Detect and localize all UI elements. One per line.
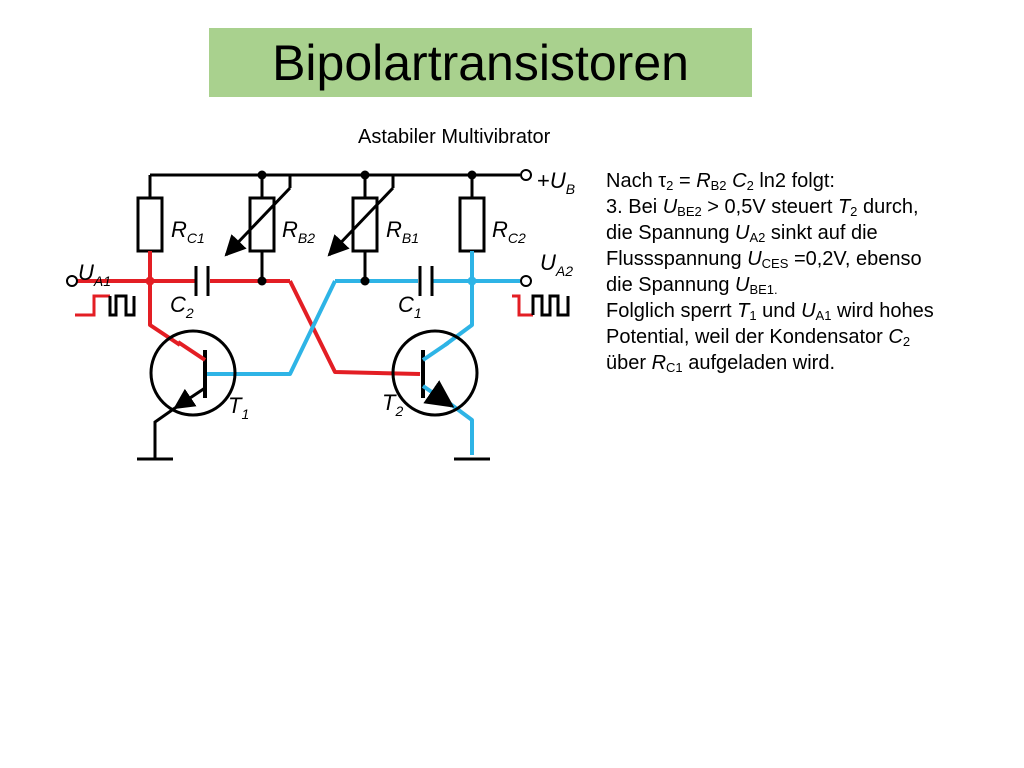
label-ua1: UA1 [78, 260, 111, 289]
supply-rail [148, 173, 520, 198]
junction-dot [467, 276, 477, 286]
explanation-segment: Potential, weil der Kondensator [606, 326, 889, 348]
explanation-segment: U [747, 248, 762, 270]
resistor-leads [260, 251, 367, 281]
explanation-segment: U [662, 196, 678, 218]
page-title: Bipolartransistoren [272, 34, 689, 91]
subscript-text: 2 [666, 178, 674, 193]
waveform-ua1-icon [75, 294, 136, 317]
label-t2: T2 [382, 390, 403, 419]
capacitor-c2 [194, 266, 210, 296]
explanation-line: Potential, weil der Kondensator C2 [606, 324, 1024, 350]
explanation-segment: R [651, 352, 667, 374]
explanation-segment: U [735, 274, 750, 296]
subscript-text: 2 [746, 178, 754, 193]
label-rb2: RB2 [282, 217, 315, 246]
explanation-line: die Spannung UBE1. [606, 272, 1024, 298]
waveform-ua2-icon [512, 294, 570, 317]
label-supply: +UB [537, 168, 575, 197]
junction-dot [360, 170, 370, 180]
label-ua2: UA2 [540, 250, 573, 279]
explanation-segment: τ [658, 170, 667, 192]
explanation-line: die Spannung UA2 sinkt auf die [606, 220, 1024, 246]
explanation-segment: U [735, 222, 750, 244]
junction-dot [257, 276, 267, 286]
subscript-text: A1 [815, 308, 832, 323]
subscript-text: BE1. [749, 282, 778, 297]
subscript-text: 2 [850, 204, 858, 219]
explanation-segment: und [756, 300, 802, 322]
explanation-segment: sinkt auf die [765, 222, 878, 244]
output-terminal-ua1 [66, 275, 78, 287]
subscript-text: B2 [710, 178, 727, 193]
title-banner: Bipolartransistoren [209, 28, 752, 97]
explanation-segment: U [801, 300, 816, 322]
explanation-segment: = [673, 170, 697, 192]
circuit-subtitle: Astabiler Multivibrator [358, 126, 551, 148]
trimmer-arrow-icon [224, 186, 292, 257]
explanation-segment: durch, [857, 196, 919, 218]
explanation-segment: C [888, 326, 903, 348]
label-rc2: RC2 [492, 217, 526, 246]
junction-dot [467, 170, 477, 180]
junction-dot [257, 170, 267, 180]
subscript-text: 2 [902, 334, 911, 349]
explanation-segment: C [732, 170, 747, 192]
explanation-segment: ln2 folgt: [753, 170, 835, 192]
subscript-text: C1 [666, 360, 683, 375]
transistor-t2 [391, 329, 490, 461]
explanation-line: 3. Bei UBE2 > 0,5V steuert T2 durch, [606, 194, 1024, 220]
trimmer-arrow-icon [327, 186, 395, 257]
explanation-segment: Nach [606, 170, 659, 192]
explanation-segment: R [696, 170, 711, 192]
label-rb1: RB1 [386, 217, 419, 246]
explanation-segment: > 0,5V steuert [701, 196, 838, 218]
supply-terminal [520, 169, 532, 181]
resistor-rc2 [458, 196, 486, 253]
label-t1: T1 [228, 393, 249, 422]
capacitor-c1 [418, 266, 434, 296]
transistor-t1 [137, 329, 237, 461]
explanation-segment: wird hohes [831, 300, 934, 322]
junction-dot [360, 276, 370, 286]
junction-dot [145, 276, 155, 286]
subscript-text: BE2 [677, 204, 702, 219]
explanation-segment: T [737, 300, 750, 322]
subscript-text: A2 [749, 230, 766, 245]
explanation-segment: T [837, 196, 851, 218]
subscript-text: 1 [749, 308, 757, 323]
explanation-segment: Folglich sperrt [606, 300, 738, 322]
explanation-segment: die Spannung [606, 274, 736, 296]
explanation-segment: die Spannung [606, 222, 736, 244]
explanation-text: Nach τ2 = RB2 C2 ln2 folgt:3. Bei UBE2 >… [606, 168, 1024, 376]
explanation-line: über RC1 aufgeladen wird. [606, 350, 1024, 376]
explanation-line: Folglich sperrt T1 und UA1 wird hohes [606, 298, 1024, 324]
explanation-segment: 3. Bei [606, 196, 663, 218]
label-c1: C1 [398, 292, 422, 321]
explanation-segment: =0,2V, ebenso [788, 248, 922, 270]
label-rc1: RC1 [171, 217, 205, 246]
label-c2: C2 [170, 292, 194, 321]
explanation-segment: Flussspannung [606, 248, 748, 270]
explanation-segment: aufgeladen wird. [682, 352, 835, 374]
explanation-line: Flussspannung UCES =0,2V, ebenso [606, 246, 1024, 272]
output-terminal-ua2 [520, 275, 532, 287]
resistor-rc1 [136, 196, 164, 253]
subscript-text: CES [761, 256, 789, 271]
explanation-line: Nach τ2 = RB2 C2 ln2 folgt: [606, 168, 1024, 194]
explanation-segment: über [606, 352, 652, 374]
